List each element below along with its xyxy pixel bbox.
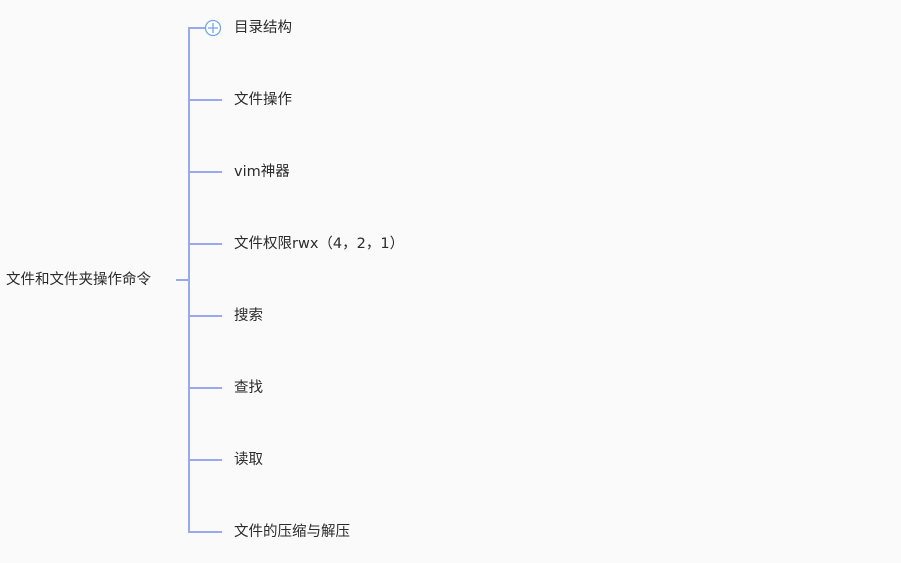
branch-node-compression[interactable]: 文件的压缩与解压 — [234, 524, 350, 540]
plus-circle-icon[interactable] — [204, 19, 222, 37]
branch-node-read[interactable]: 读取 — [234, 452, 263, 468]
branch-node-file-permissions[interactable]: 文件权限rwx（4，2，1） — [234, 236, 405, 252]
branch-node-find[interactable]: 查找 — [234, 380, 263, 396]
branch-node-vim[interactable]: vim神器 — [234, 164, 290, 180]
branch-node-search[interactable]: 搜索 — [234, 308, 263, 324]
branch-node-file-operations[interactable]: 文件操作 — [234, 92, 292, 108]
branch-node-directory-structure[interactable]: 目录结构 — [234, 20, 292, 36]
root-node[interactable]: 文件和文件夹操作命令 — [6, 272, 151, 288]
